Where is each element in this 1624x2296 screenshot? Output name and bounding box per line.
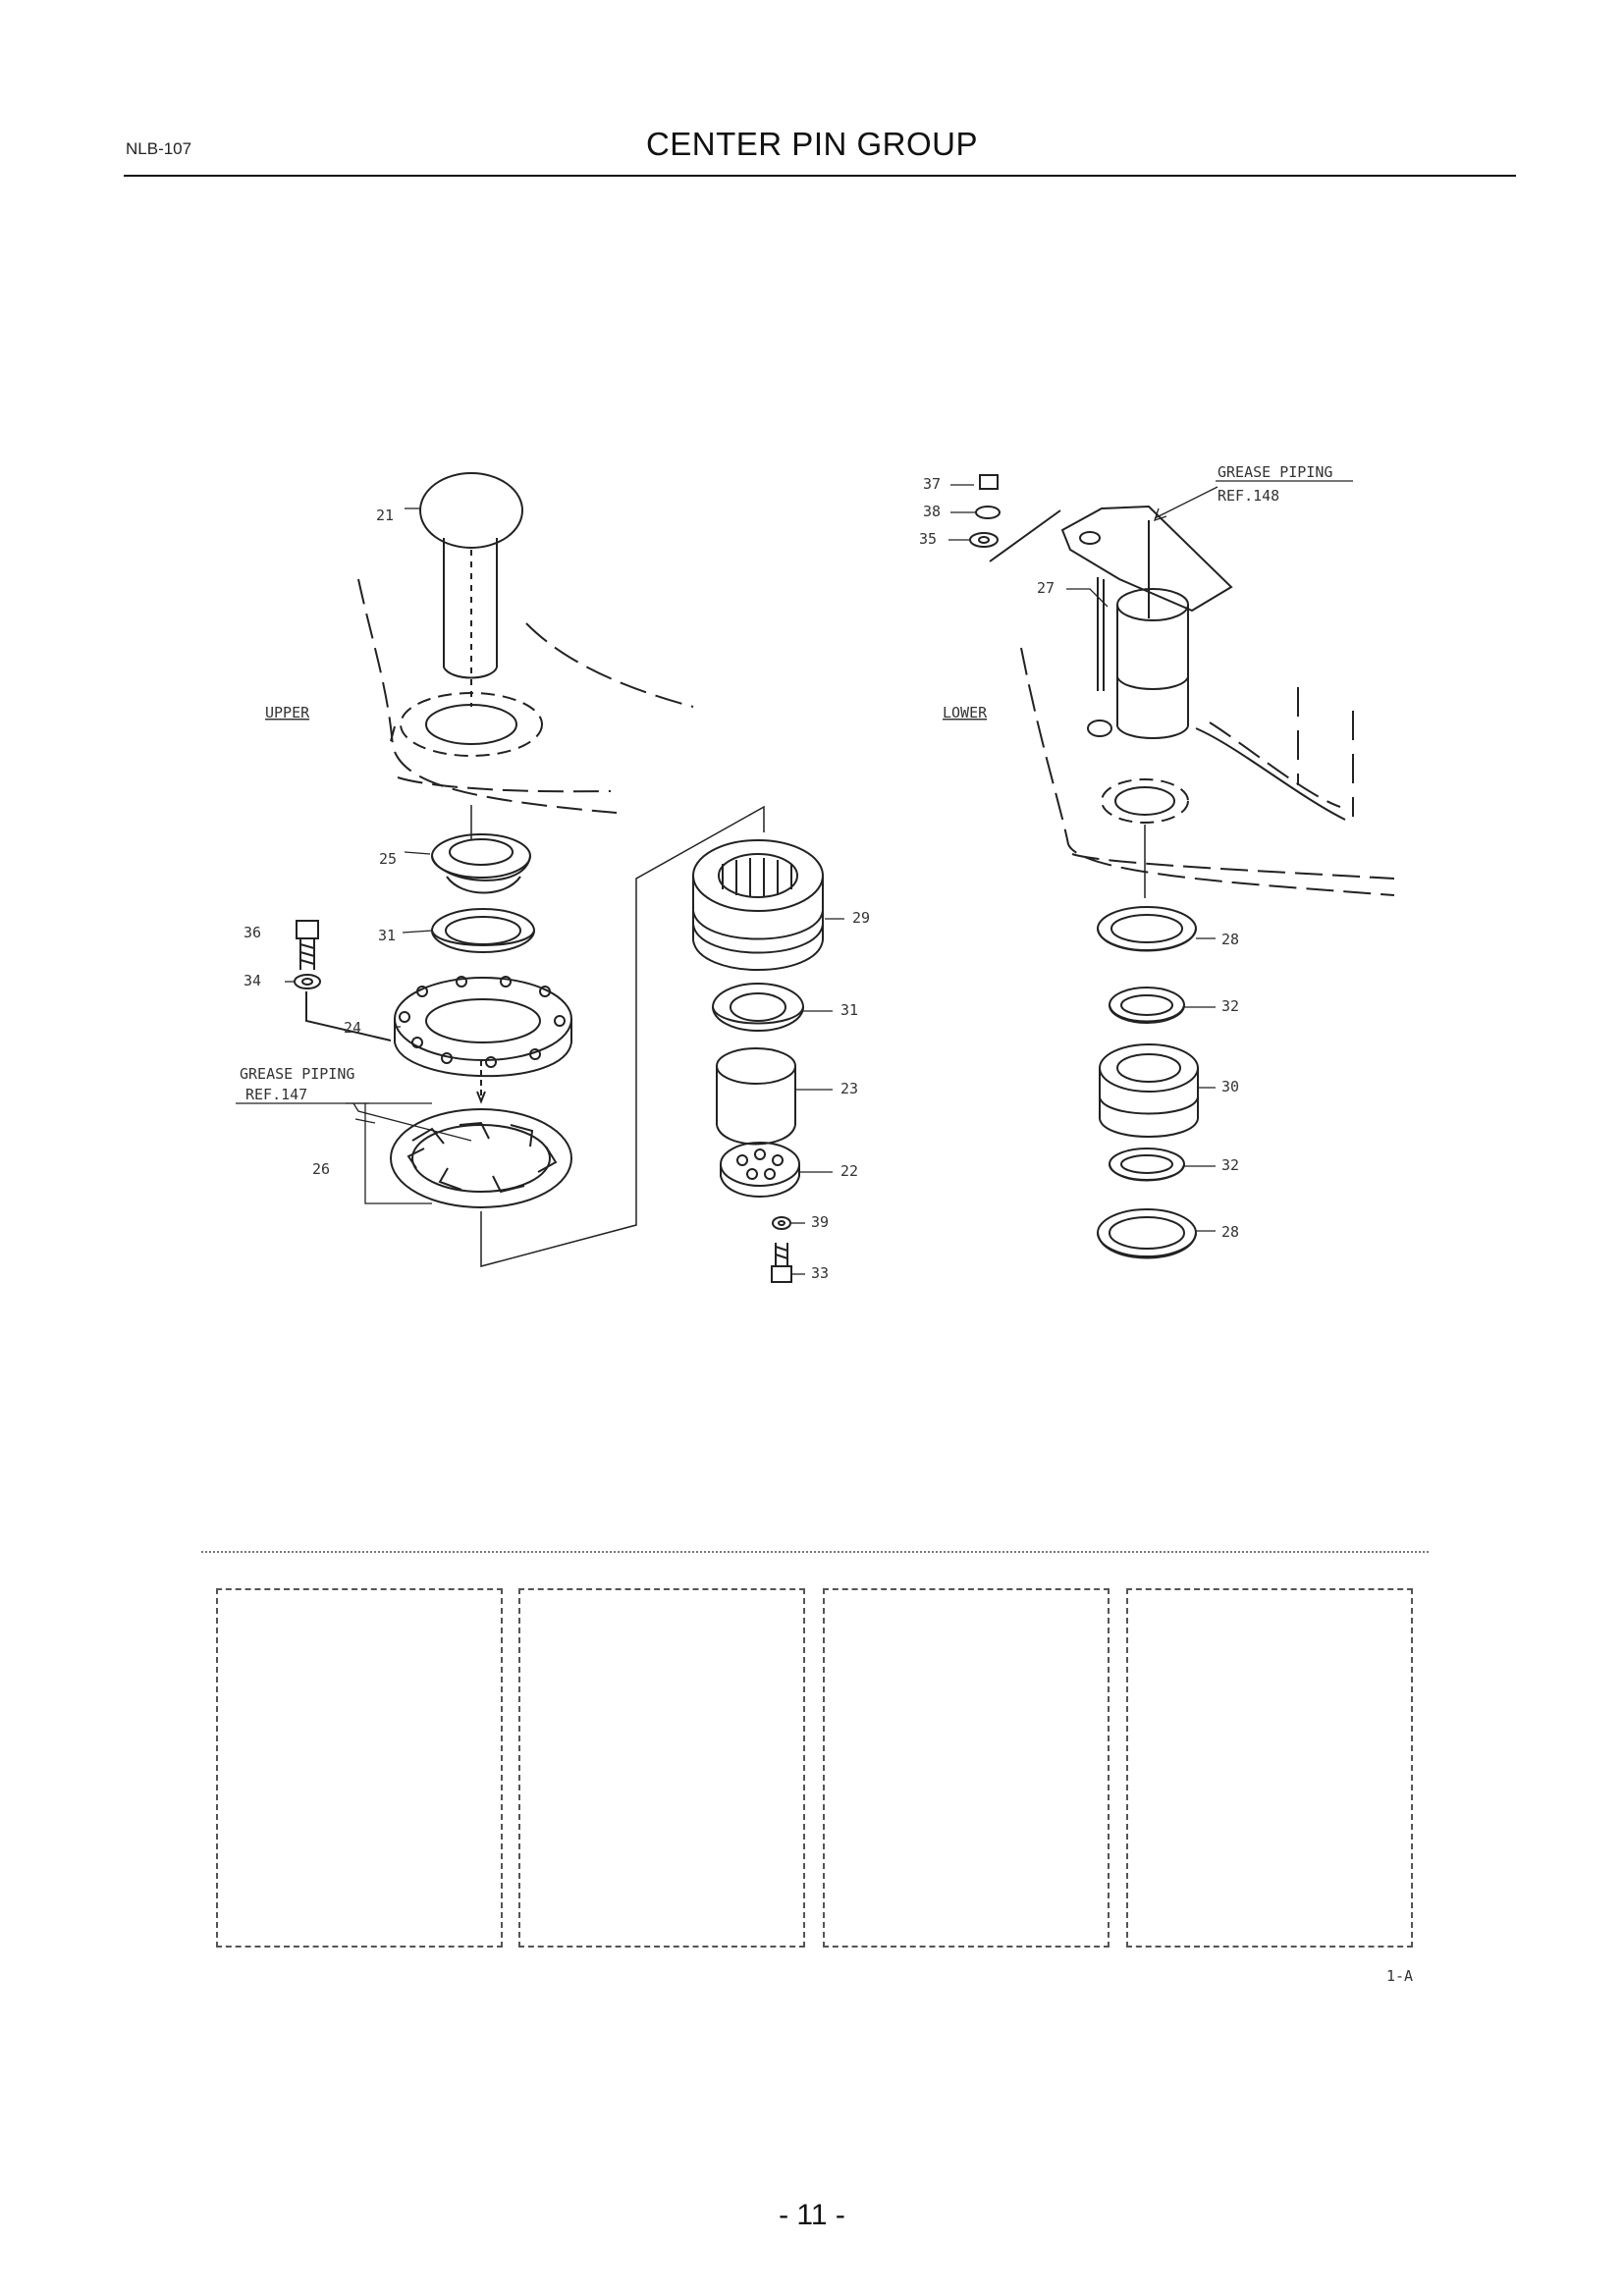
washer-39-bolt-33 xyxy=(771,1216,792,1283)
sleeve-23 xyxy=(716,1047,796,1146)
note-box-2 xyxy=(518,1588,805,1948)
callout-31-upper: 31 xyxy=(378,927,396,944)
callout-37: 37 xyxy=(923,475,941,493)
callout-23: 23 xyxy=(840,1080,858,1097)
callout-35: 35 xyxy=(919,530,937,548)
shim-26 xyxy=(390,1060,572,1208)
pin-21 xyxy=(419,472,523,707)
bearing-30 xyxy=(1099,1043,1199,1138)
note-box-1 xyxy=(216,1588,503,1948)
seal-32-lower xyxy=(1109,1148,1185,1182)
connector-to-center xyxy=(480,805,765,1267)
center-leaders xyxy=(791,918,844,1275)
grease-lower-line2: REF.148 xyxy=(1218,487,1279,505)
note-box-4 xyxy=(1126,1588,1413,1948)
callout-34: 34 xyxy=(244,972,261,989)
callout-32-upper: 32 xyxy=(1221,997,1239,1015)
callout-30: 30 xyxy=(1221,1078,1239,1095)
seal-31-center xyxy=(712,983,804,1032)
callout-36: 36 xyxy=(244,924,261,941)
figure-tag: 1-A xyxy=(1386,1967,1414,1985)
upper-frame-outline xyxy=(357,578,694,814)
seal-31-upper xyxy=(431,908,535,953)
note-box-3 xyxy=(823,1588,1110,1948)
page-number: - 11 - xyxy=(779,2199,845,2231)
section-divider xyxy=(201,1551,1429,1553)
plate-27 xyxy=(1060,505,1233,691)
callout-21: 21 xyxy=(376,507,394,524)
seal-32-upper xyxy=(1109,987,1185,1024)
callout-29: 29 xyxy=(852,909,870,927)
grease-lower-line1: GREASE PIPING xyxy=(1218,463,1332,481)
callout-39: 39 xyxy=(811,1213,829,1231)
label-lower: LOWER xyxy=(943,704,988,721)
callout-32-lower: 32 xyxy=(1221,1156,1239,1174)
label-upper: UPPER xyxy=(265,704,310,721)
grease-upper-line2: REF.147 xyxy=(245,1086,307,1103)
callout-27: 27 xyxy=(1037,579,1055,597)
page-title: CENTER PIN GROUP xyxy=(645,126,979,162)
callout-28-upper: 28 xyxy=(1221,931,1239,948)
seal-28-upper xyxy=(1097,825,1197,952)
header-rule xyxy=(124,175,1516,177)
pin-27-lower xyxy=(1087,520,1189,739)
ring-24 xyxy=(394,976,572,1078)
callout-24: 24 xyxy=(344,1019,361,1037)
callout-38: 38 xyxy=(923,503,941,520)
seal-28-lower xyxy=(1097,1208,1197,1259)
plate-22 xyxy=(720,1142,800,1198)
bearing-29 xyxy=(692,839,824,971)
bolt-37-washers xyxy=(969,474,1061,562)
lower-frame-outline xyxy=(1020,647,1395,896)
document-code: NLB-107 xyxy=(126,139,192,158)
callout-33: 33 xyxy=(811,1264,829,1282)
callout-25: 25 xyxy=(379,850,397,868)
callout-26: 26 xyxy=(312,1160,330,1178)
upper-leaders xyxy=(236,507,472,1204)
callout-22: 22 xyxy=(840,1162,858,1180)
seal-25 xyxy=(431,805,531,894)
grease-upper-line1: GREASE PIPING xyxy=(240,1065,354,1083)
callout-28-lower: 28 xyxy=(1221,1223,1239,1241)
lower-leaders xyxy=(948,480,1353,1232)
callout-31-center: 31 xyxy=(840,1001,858,1019)
bolt-36-washer-34 xyxy=(294,920,392,1041)
